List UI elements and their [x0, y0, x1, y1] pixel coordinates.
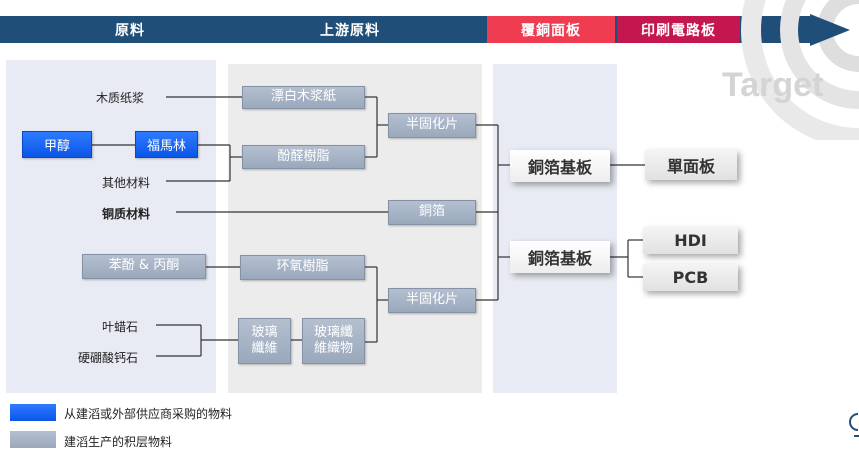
box-epoxy-resin: 环氧樹脂: [240, 255, 365, 280]
label-wood-pulp: 木质纸浆: [96, 91, 145, 105]
panel-ccl: [493, 64, 617, 393]
label-copper-material: 铜质材料: [102, 207, 151, 221]
box-methanol: 甲醇: [22, 131, 92, 158]
legend-gray-text: 建滔生产的积层物料: [64, 435, 173, 449]
box-pcb: PCB: [643, 264, 738, 291]
box-ccl-top: 銅箔基板: [510, 150, 610, 182]
box-ccl-bottom: 銅箔基板: [510, 241, 610, 273]
label-borocalcite: 硬硼酸钙石: [78, 351, 139, 365]
box-glass-fiber: 玻璃 纖維: [238, 318, 291, 364]
target-label: Target: [722, 66, 824, 104]
box-formalin: 福馬林: [135, 131, 198, 158]
corner-logo-icon: [849, 413, 859, 437]
legend-gray-swatch: [10, 431, 56, 448]
header-stage-raw: 原料: [115, 22, 145, 39]
header-stage-ccl-bg: [487, 16, 615, 43]
legend-blue-text: 从建滔或外部供应商采购的物料: [64, 407, 233, 421]
box-bleached-paper: 漂白木浆紙: [242, 86, 365, 109]
box-single-sided: 單面板: [645, 150, 737, 180]
box-prepreg-top: 半固化片: [388, 113, 476, 138]
header-stage-pcb: 印刷電路板: [641, 22, 716, 39]
box-prepreg-bottom: 半固化片: [388, 288, 476, 313]
header-stage-upstream: 上游原料: [320, 22, 380, 39]
box-glass-fabric: 玻璃纖 維織物: [302, 318, 365, 364]
target-icon: [741, 0, 859, 140]
header-stage-pcb-bg: [617, 16, 740, 43]
header-stage-ccl: 覆銅面板: [521, 22, 581, 39]
legend-blue-swatch: [10, 404, 56, 421]
box-copper-foil: 銅箔: [388, 200, 476, 225]
label-wax-stone: 叶蜡石: [102, 320, 139, 334]
box-phenolic-resin: 酚醛樹脂: [242, 145, 365, 169]
label-other-materials: 其他材料: [102, 176, 151, 190]
box-hdi: HDI: [643, 227, 738, 254]
panel-raw: [6, 60, 216, 393]
box-phenol-acetone: 苯酚 & 丙酮: [82, 254, 206, 279]
